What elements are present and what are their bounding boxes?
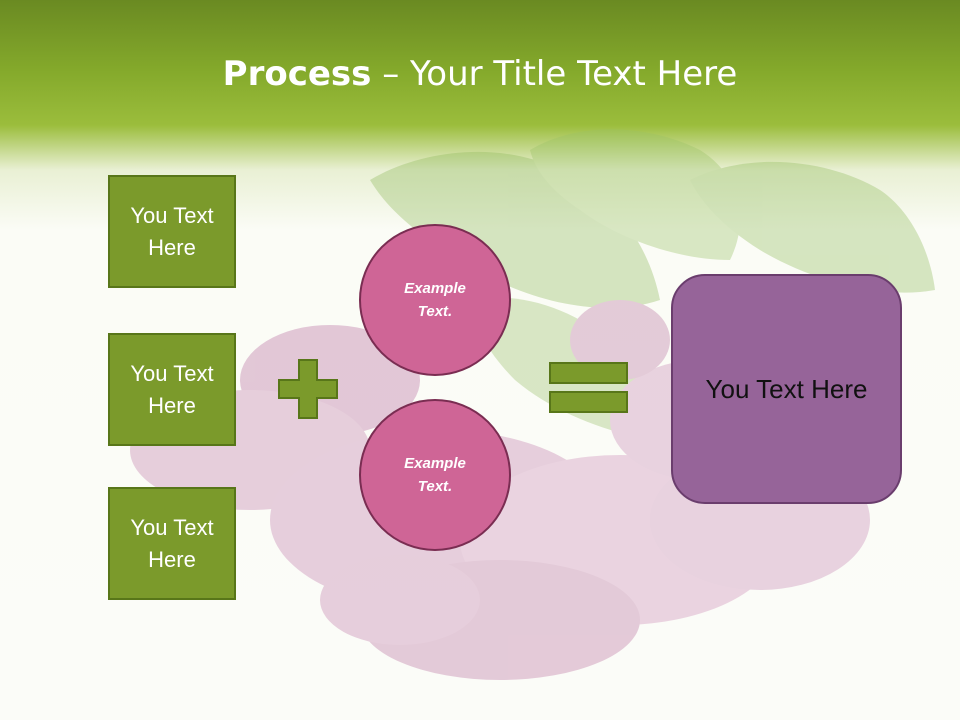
- slide-title: Process – Your Title Text Here: [0, 52, 960, 96]
- input-box-3[interactable]: You Text Here: [108, 487, 236, 600]
- example-circle-1[interactable]: Example Text.: [359, 224, 511, 376]
- input-box-label: You Text Here: [130, 202, 214, 260]
- example-circle-label: Example Text.: [404, 280, 466, 320]
- result-box[interactable]: You Text Here: [671, 274, 902, 504]
- input-box-1[interactable]: You Text Here: [108, 175, 236, 288]
- title-bold: Process: [222, 54, 372, 94]
- result-box-label: You Text Here: [705, 373, 868, 404]
- input-box-label: You Text Here: [130, 514, 214, 572]
- example-circle-label: Example Text.: [404, 455, 466, 495]
- title-separator: –: [371, 54, 411, 94]
- title-rest: Your Title Text Here: [410, 54, 738, 94]
- equals-icon: [549, 362, 628, 413]
- input-box-2[interactable]: You Text Here: [108, 333, 236, 446]
- plus-icon: [278, 359, 338, 419]
- example-circle-2[interactable]: Example Text.: [359, 399, 511, 551]
- input-box-label: You Text Here: [130, 360, 214, 418]
